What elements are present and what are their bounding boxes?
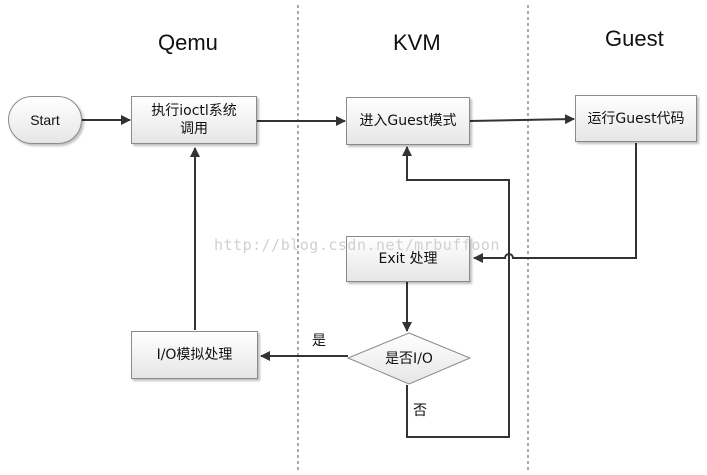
lane-title-guest: Guest bbox=[605, 26, 664, 51]
enter-guest-node: 进入Guest模式 bbox=[346, 97, 470, 145]
ioctl-call-label-line1: 执行ioctl系统 bbox=[151, 103, 237, 119]
exit-handle-node: Exit 处理 bbox=[346, 236, 470, 282]
decision-diamond bbox=[346, 332, 472, 385]
edge-label-no: 否 bbox=[413, 403, 427, 419]
exit-handle-label: Exit 处理 bbox=[378, 251, 438, 267]
lane-title-kvm: KVM bbox=[393, 30, 441, 55]
run-guest-node: 运行Guest代码 bbox=[575, 95, 697, 142]
lane-title-qemu: Qemu bbox=[158, 30, 218, 55]
run-guest-label: 运行Guest代码 bbox=[587, 110, 685, 127]
decision-label: 是否I/O bbox=[385, 351, 433, 367]
enter-guest-label: 进入Guest模式 bbox=[359, 113, 457, 129]
io-emulate-node: I/O模拟处理 bbox=[131, 331, 258, 379]
watermark-text: http://blog.csdn.net/mrbuffoon bbox=[214, 236, 500, 254]
edge-label-yes: 是 bbox=[312, 333, 326, 349]
edge-decision-no-to-enter-guest bbox=[402, 146, 510, 438]
ioctl-call-label-line2: 调用 bbox=[180, 121, 208, 137]
ioctl-call-node: 执行ioctl系统 调用 bbox=[131, 96, 257, 144]
start-node: Start bbox=[8, 96, 82, 144]
start-label: Start bbox=[30, 112, 60, 128]
edge-enter-guest-to-run-guest bbox=[469, 114, 575, 125]
io-emulate-label: I/O模拟处理 bbox=[156, 347, 233, 363]
